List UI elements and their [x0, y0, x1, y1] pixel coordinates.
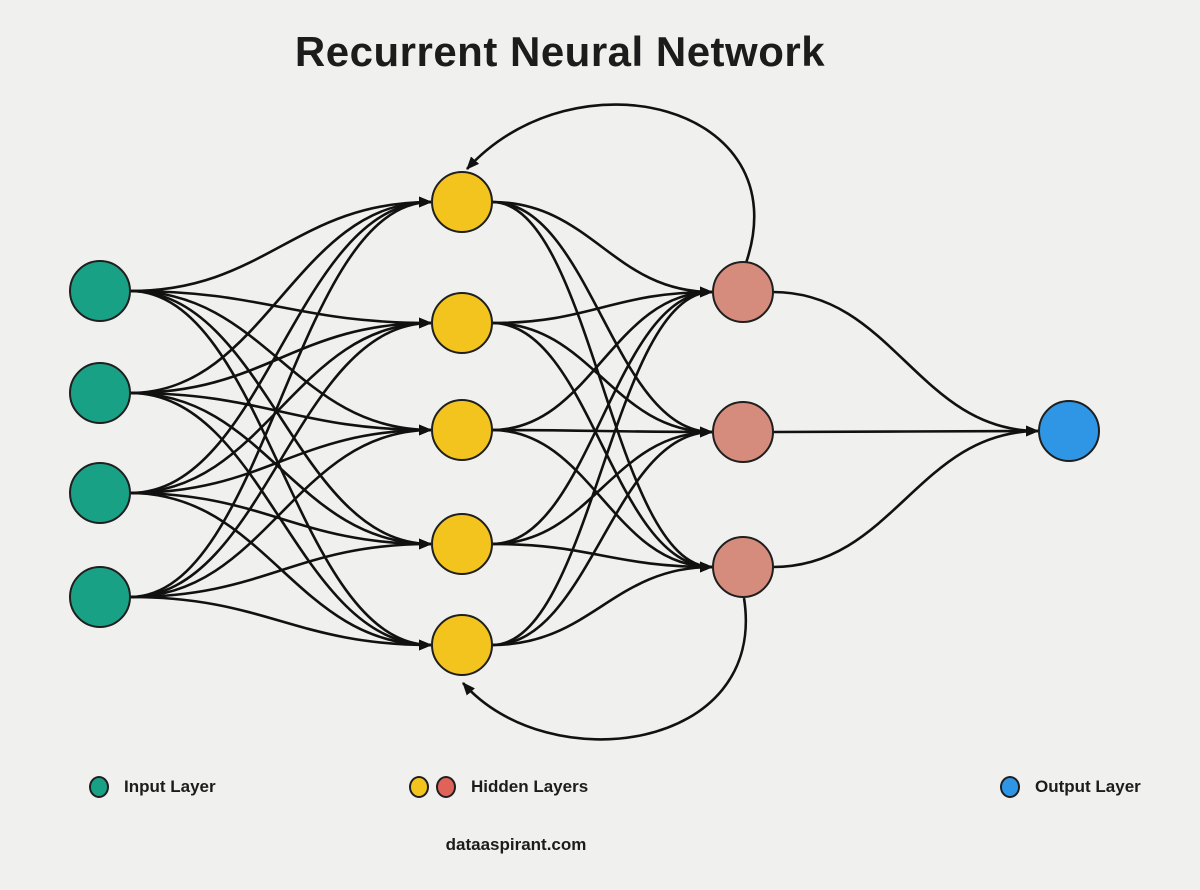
edge-input-1-to-hidden1-0	[129, 196, 433, 395]
edge-input-3-to-hidden1-1	[129, 317, 433, 599]
node-hidden1-5	[431, 614, 493, 676]
edge-hidden1-1-to-hidden2-0	[491, 286, 714, 325]
edge-input-2-to-hidden1-4	[129, 491, 433, 651]
node-input-4	[69, 566, 131, 628]
edge-hidden2-1-to-output-0	[772, 425, 1040, 437]
edge-input-3-to-hidden1-2	[129, 424, 433, 599]
node-hidden2-1	[712, 261, 774, 323]
edge-input-0-to-hidden1-3	[129, 289, 433, 550]
recurrent-loop-bottom	[462, 597, 748, 741]
node-hidden1-1	[431, 171, 493, 233]
node-hidden1-3	[431, 399, 493, 461]
edge-hidden1-1-to-hidden2-1	[491, 321, 714, 438]
edge-input-2-to-hidden1-3	[129, 491, 433, 550]
node-input-2	[69, 362, 131, 424]
edge-input-0-to-hidden1-2	[129, 289, 433, 436]
edge-input-1-to-hidden1-3	[129, 391, 433, 550]
edge-hidden1-4-to-hidden2-0	[491, 286, 714, 647]
edge-input-3-to-hidden1-0	[129, 196, 433, 599]
node-hidden1-4	[431, 513, 493, 575]
node-input-1	[69, 260, 131, 322]
edge-hidden2-2-to-output-0	[772, 425, 1040, 569]
node-input-3	[69, 462, 131, 524]
site-credit: dataaspirant.com	[445, 835, 587, 854]
edge-hidden1-2-to-hidden2-2	[491, 428, 714, 573]
edge-input-2-to-hidden1-0	[129, 196, 433, 495]
nodes-group	[69, 171, 1100, 676]
edge-input-0-to-hidden1-1	[129, 289, 433, 329]
edge-hidden1-0-to-hidden2-2	[491, 200, 714, 573]
edge-hidden2-0-to-output-0	[772, 290, 1040, 437]
edge-hidden1-1-to-hidden2-2	[491, 321, 714, 573]
edge-hidden1-4-to-hidden2-2	[491, 561, 714, 647]
node-output-1	[1038, 400, 1100, 462]
edge-hidden1-0-to-hidden2-1	[491, 200, 714, 438]
edge-input-1-to-hidden1-2	[129, 391, 433, 436]
edge-hidden1-3-to-hidden2-2	[491, 542, 714, 573]
edge-hidden1-0-to-hidden2-0	[491, 200, 714, 298]
edge-hidden1-3-to-hidden2-1	[491, 426, 714, 546]
edge-input-1-to-hidden1-1	[129, 317, 433, 395]
edge-hidden1-3-to-hidden2-0	[491, 286, 714, 546]
edge-input-0-to-hidden1-0	[129, 196, 433, 293]
edge-input-3-to-hidden1-3	[129, 538, 433, 599]
recurrent-loop-top	[466, 103, 756, 264]
edge-input-3-to-hidden1-4	[129, 595, 433, 651]
node-hidden2-2	[712, 401, 774, 463]
edge-input-2-to-hidden1-1	[129, 317, 433, 495]
diagram-title: Recurrent Neural Network	[294, 28, 826, 75]
edges-group	[129, 103, 1040, 741]
edge-hidden1-2-to-hidden2-0	[491, 286, 714, 432]
node-hidden2-3	[712, 536, 774, 598]
edge-hidden1-2-to-hidden2-1	[491, 426, 714, 438]
node-hidden1-2	[431, 292, 493, 354]
edge-hidden1-4-to-hidden2-1	[491, 426, 714, 647]
